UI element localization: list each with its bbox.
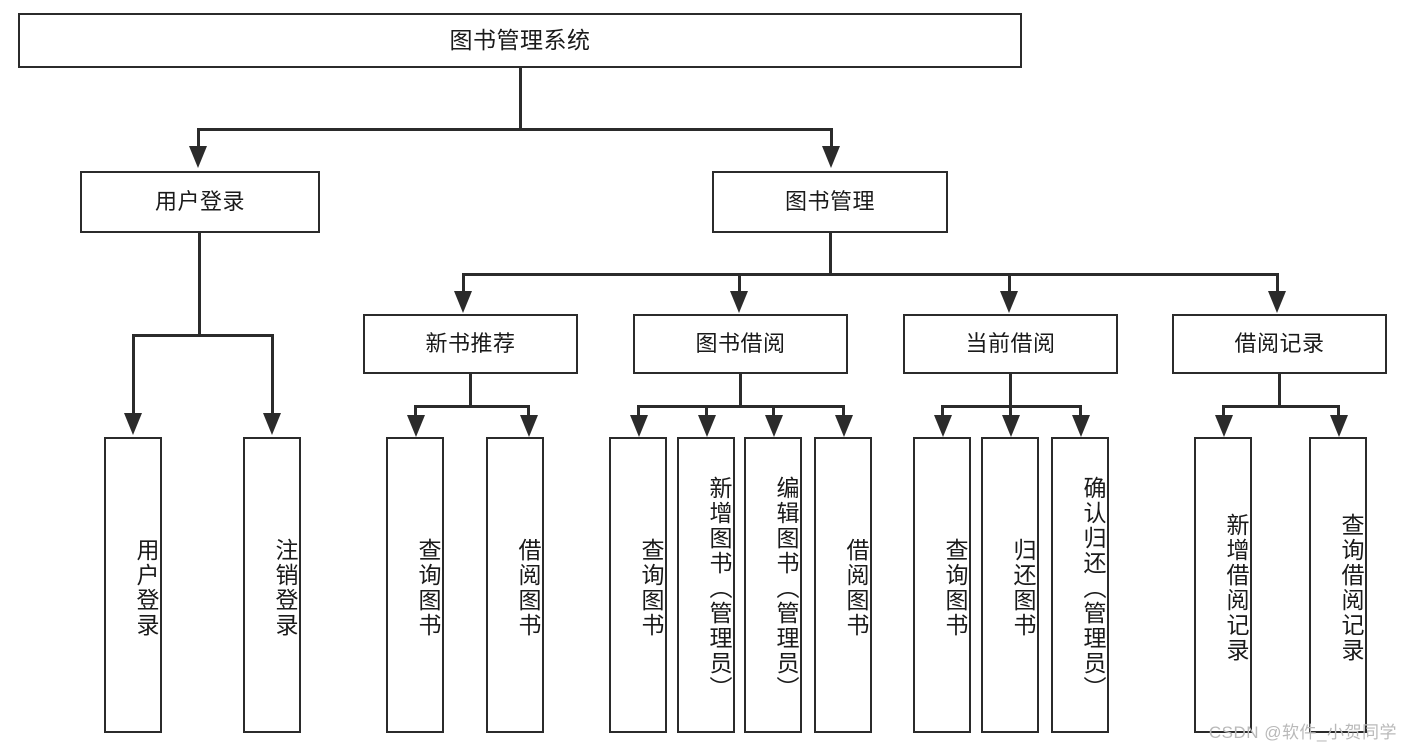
connector-borrow-record-stem [1278, 374, 1281, 407]
leaf-add-record[interactable]: 新增借阅记录 [1194, 437, 1252, 733]
node-label: 借阅图书 [843, 538, 869, 638]
arrow-borrow-record-l2 [1330, 415, 1348, 437]
node-label: 新增借阅记录 [1223, 513, 1249, 663]
node-label: 新书推荐 [425, 331, 516, 357]
connector-user-login-leaf2 [271, 334, 274, 416]
connector-book-manage-c1 [462, 273, 465, 295]
node-label: 查询图书 [415, 538, 441, 638]
arrow-root-to-user-login [189, 146, 207, 168]
leaf-add-book[interactable]: 新增图书（管理员） [677, 437, 735, 733]
leaf-return-book[interactable]: 归还图书 [981, 437, 1039, 733]
leaf-query-book-3[interactable]: 查询图书 [913, 437, 971, 733]
connector-current-borrow-l1 [941, 405, 944, 419]
node-label: 借阅记录 [1234, 331, 1325, 357]
node-user-login[interactable]: 用户登录 [80, 171, 320, 233]
connector-book-borrow-l1 [637, 405, 640, 419]
connector-user-login-stem [198, 233, 201, 336]
arrow-new-book-leaf2 [520, 415, 538, 437]
node-label: 归还图书 [1010, 538, 1036, 638]
connector-book-borrow-l4 [842, 405, 845, 419]
arrow-book-manage-c3 [1000, 291, 1018, 313]
connector-book-borrow-stem [739, 374, 742, 407]
node-root-system[interactable]: 图书管理系统 [18, 13, 1022, 68]
arrow-user-login-leaf2 [263, 413, 281, 435]
connector-new-book-leaf1 [414, 405, 417, 419]
arrow-current-borrow-l2 [1002, 415, 1020, 437]
connector-user-login-leaf1 [132, 334, 135, 416]
leaf-borrow-book-1[interactable]: 借阅图书 [486, 437, 544, 733]
leaf-query-record[interactable]: 查询借阅记录 [1309, 437, 1367, 733]
connector-root-stem [519, 68, 522, 130]
leaf-query-book-1[interactable]: 查询图书 [386, 437, 444, 733]
leaf-edit-book[interactable]: 编辑图书（管理员） [744, 437, 802, 733]
node-label: 新增图书（管理员） [706, 475, 732, 701]
node-label: 查询图书 [942, 538, 968, 638]
connector-new-book-leaf2 [527, 405, 530, 419]
arrow-root-to-book-manage [822, 146, 840, 168]
connector-new-book-stem [469, 374, 472, 407]
connector-book-borrow-l3 [772, 405, 775, 419]
connector-book-manage-c2 [738, 273, 741, 295]
connector-root-bus [197, 128, 833, 131]
arrow-book-borrow-l4 [835, 415, 853, 437]
node-current-borrow[interactable]: 当前借阅 [903, 314, 1118, 374]
node-new-book-recommend[interactable]: 新书推荐 [363, 314, 578, 374]
arrow-book-borrow-l1 [630, 415, 648, 437]
node-label: 确认归还（管理员） [1080, 475, 1106, 701]
node-label: 借阅图书 [515, 538, 541, 638]
node-label: 图书管理 [784, 189, 875, 215]
connector-book-manage-bus [462, 273, 1279, 276]
connector-borrow-record-bus [1222, 405, 1340, 408]
connector-book-manage-c4 [1276, 273, 1279, 295]
arrow-book-borrow-l2 [698, 415, 716, 437]
connector-current-borrow-l2 [1009, 405, 1012, 419]
node-book-manage[interactable]: 图书管理 [712, 171, 948, 233]
connector-book-manage-c3 [1008, 273, 1011, 295]
connector-borrow-record-l2 [1337, 405, 1340, 419]
node-label: 注销登录 [272, 538, 298, 638]
arrow-book-manage-c1 [454, 291, 472, 313]
node-label: 查询图书 [638, 538, 664, 638]
leaf-user-login[interactable]: 用户登录 [104, 437, 162, 733]
connector-book-borrow-bus [637, 405, 845, 408]
node-label: 编辑图书（管理员） [773, 475, 799, 701]
connector-book-borrow-l2 [705, 405, 708, 419]
arrow-borrow-record-l1 [1215, 415, 1233, 437]
node-borrow-record[interactable]: 借阅记录 [1172, 314, 1387, 374]
node-book-borrow[interactable]: 图书借阅 [633, 314, 848, 374]
node-label: 用户登录 [154, 189, 245, 215]
arrow-book-borrow-l3 [765, 415, 783, 437]
node-label: 查询借阅记录 [1338, 513, 1364, 663]
arrow-current-borrow-l1 [934, 415, 952, 437]
node-label: 图书管理系统 [449, 27, 591, 54]
connector-new-book-bus [414, 405, 530, 408]
leaf-confirm-return[interactable]: 确认归还（管理员） [1051, 437, 1109, 733]
connector-current-borrow-stem [1009, 374, 1012, 407]
connector-user-login-bus [132, 334, 274, 337]
connector-root-to-user-login [197, 128, 200, 150]
node-label: 当前借阅 [965, 331, 1056, 357]
arrow-book-manage-c2 [730, 291, 748, 313]
arrow-book-manage-c4 [1268, 291, 1286, 313]
connector-book-manage-stem [829, 233, 832, 275]
node-label: 用户登录 [133, 538, 159, 638]
connector-current-borrow-l3 [1079, 405, 1082, 419]
connector-borrow-record-l1 [1222, 405, 1225, 419]
leaf-borrow-book-2[interactable]: 借阅图书 [814, 437, 872, 733]
arrow-new-book-leaf1 [407, 415, 425, 437]
arrow-user-login-leaf1 [124, 413, 142, 435]
arrow-current-borrow-l3 [1072, 415, 1090, 437]
connector-root-to-book-manage [830, 128, 833, 150]
watermark: CSDN @软件_小贺同学 [1208, 723, 1397, 742]
leaf-logout[interactable]: 注销登录 [243, 437, 301, 733]
leaf-query-book-2[interactable]: 查询图书 [609, 437, 667, 733]
node-label: 图书借阅 [695, 331, 786, 357]
